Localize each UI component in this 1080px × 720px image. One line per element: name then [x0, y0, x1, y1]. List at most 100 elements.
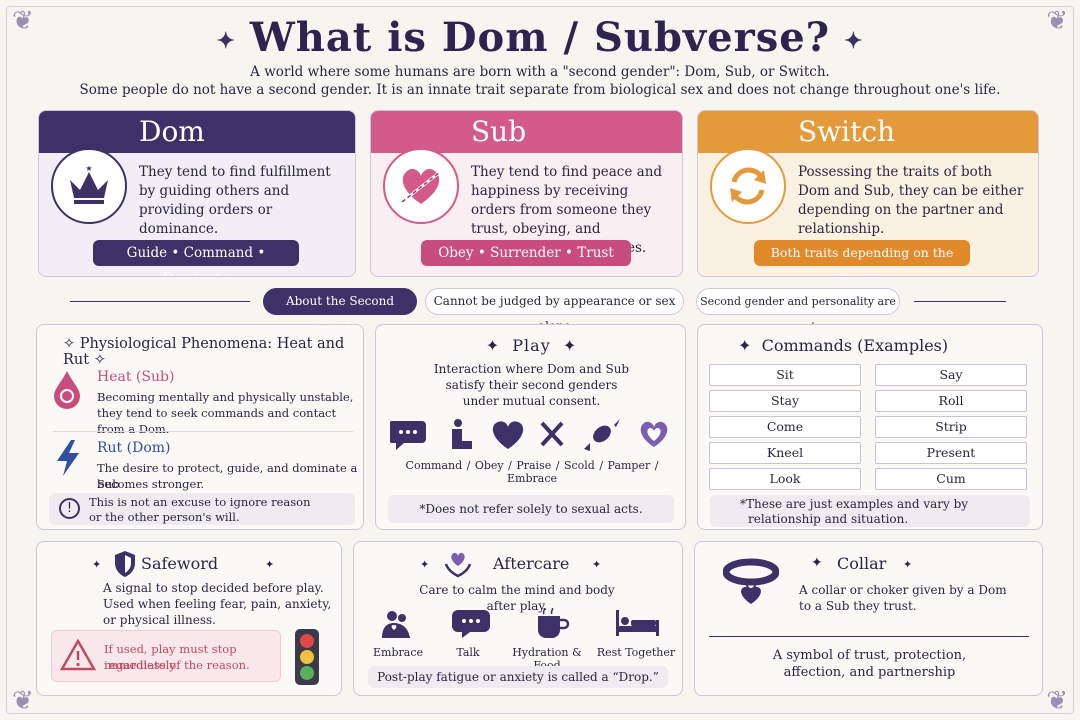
aftercare-label: Embrace [373, 646, 423, 659]
rut-desc-2: becomes stronger. [97, 477, 205, 491]
commands-note-2: relationship and situation. [748, 512, 909, 526]
heat-desc-2: they tend to seek commands and contact f… [97, 406, 337, 436]
play-label: Obey / [474, 459, 512, 472]
aftercare-desc-2: after play. [486, 599, 548, 613]
crown-icon: ★ [51, 148, 127, 224]
tag-appearance: Cannot be judged by appearance or sex al… [425, 288, 684, 333]
sparkle-icon: ✦ [92, 558, 102, 571]
cup-icon [538, 608, 570, 638]
collar-sym-2: affection, and partnership [783, 665, 956, 680]
safeword-desc-1: A signal to stop decided before play. [103, 581, 324, 595]
command-item: Come [709, 416, 861, 438]
page-frame [6, 6, 1074, 714]
ornament-icon: ❦ [12, 6, 34, 36]
commands-note-1: *These are just examples and vary by [740, 497, 969, 511]
embrace-icon [382, 611, 410, 638]
sparkle-icon: ✦ [844, 28, 864, 54]
play-label: Command / [405, 459, 471, 472]
sparkle-icon: ✦ [811, 555, 823, 571]
tag-personality: Second gender and personality are separa… [696, 288, 900, 333]
switch-card: Switch Possessing the traits of both Dom… [697, 110, 1039, 277]
cross-icon [540, 421, 564, 447]
play-label: Scold / [563, 459, 604, 472]
care-heart-icon [444, 550, 472, 582]
collar-desc-1: A collar or choker given by a Dom [799, 583, 1007, 597]
collar-desc-2: to a Sub they trust. [799, 599, 917, 613]
page-title: ✦What is Dom / Subverse?✦ [0, 14, 1080, 61]
heart-chain-icon [383, 148, 459, 224]
physio-note-1: This is not an excuse to ignore reason [89, 495, 311, 509]
commands-box: ✦ Commands (Examples) Sit Say Stay Roll … [697, 324, 1043, 530]
play-label: Praise / [516, 459, 560, 472]
aftercare-box: Aftercare ✦ ✦ Care to calm the mind and … [353, 541, 683, 696]
physio-note: ! This is not an excuse to ignore reason… [49, 493, 355, 525]
collar-icon [722, 556, 780, 620]
command-item: Present [875, 442, 1027, 464]
command-item: Look [709, 468, 861, 490]
aftercare-title: Aftercare [493, 554, 570, 573]
physio-note-2: or the other person's will. [89, 510, 240, 524]
heat-desc-1: Becoming mentally and physically unstabl… [97, 390, 354, 404]
sub-pill: Obey • Surrender • Trust [421, 240, 631, 266]
divider [70, 301, 250, 302]
play-label: Pamper / [607, 459, 659, 472]
sparkle-icon: ✦ [265, 558, 275, 571]
warning-icon [59, 638, 97, 675]
sparkle-icon: ✦ [738, 336, 762, 355]
sub-card: Sub They tend to find peace and happines… [370, 110, 683, 277]
play-desc-1: Interaction where Dom and Sub [433, 362, 630, 376]
sub-header: Sub [371, 111, 682, 153]
aftercare-desc-1: Care to calm the mind and body [419, 583, 615, 597]
sparkle-icon: ✦ [903, 558, 913, 571]
aftercare-icons [382, 608, 659, 638]
command-item: Sit [709, 364, 861, 386]
dom-pill: Guide • Command • Dominate [93, 240, 299, 276]
command-item: Strip [875, 416, 1027, 438]
kneel-icon [452, 419, 472, 449]
bed-icon [616, 610, 659, 636]
shield-icon [113, 550, 137, 582]
intro-line-2: Some people do not have a second gender.… [79, 82, 1001, 98]
physio-title: ✧ Physiological Phenomena: Heat and Rut … [63, 336, 345, 368]
rut-desc-1: The desire to protect, guide, and domina… [97, 461, 358, 491]
ornament-icon: ❦ [1046, 686, 1068, 716]
safeword-warning: If used, play must stop immediately rega… [51, 630, 281, 682]
play-note: *Does not refer solely to sexual acts. [388, 495, 674, 523]
play-title: ✦ Play ✦ [485, 336, 578, 355]
dom-header: Dom [39, 111, 355, 153]
embrace-heart-icon [640, 421, 668, 447]
heat-title: Heat (Sub) [97, 369, 175, 385]
switch-arrows-icon [710, 148, 786, 224]
collar-sym-1: A symbol of trust, protection, [772, 648, 967, 663]
heart-icon [492, 421, 524, 449]
sparkle-icon: ✧ [89, 352, 106, 368]
command-item: Roll [875, 390, 1027, 412]
rut-title: Rut (Dom) [97, 440, 171, 456]
aftercare-note: Post-play fatigue or anxiety is called a… [368, 666, 668, 688]
svg-text:★: ★ [85, 166, 92, 173]
sparkle-icon: ✦ [420, 558, 430, 571]
dom-card: Dom ★ They tend to find fulfillment by g… [38, 110, 356, 277]
safeword-title: Safeword [141, 554, 219, 573]
speech-bubble-icon [390, 421, 426, 450]
command-item: Kneel [709, 442, 861, 464]
safeword-desc-2: Used when feeling fear, pain, anxiety, [103, 597, 332, 611]
candy-icon [584, 419, 620, 451]
tag-about: About the Second Gender [263, 288, 417, 333]
sparkle-icon: ✦ [592, 558, 602, 571]
divider [709, 636, 1029, 637]
commands-note: *These are just examples and vary by rel… [710, 495, 1030, 527]
command-item: Cum [875, 468, 1027, 490]
switch-header: Switch [698, 111, 1038, 153]
play-label: Embrace [507, 472, 557, 485]
dom-desc: They tend to find fulfillment by guiding… [139, 164, 331, 237]
talk-bubble-icon [452, 610, 490, 638]
drop-icon [51, 369, 83, 413]
divider [914, 301, 1006, 302]
safeword-box: Safeword ✦ ✦ A signal to stop decided be… [36, 541, 342, 696]
ornament-icon: ❦ [1046, 6, 1068, 36]
ornament-icon: ❦ [12, 686, 34, 716]
play-icons [390, 419, 668, 451]
play-box: ✦ Play ✦ Interaction where Dom and Sub s… [375, 324, 686, 530]
sparkle-icon: ✦ [550, 336, 578, 355]
